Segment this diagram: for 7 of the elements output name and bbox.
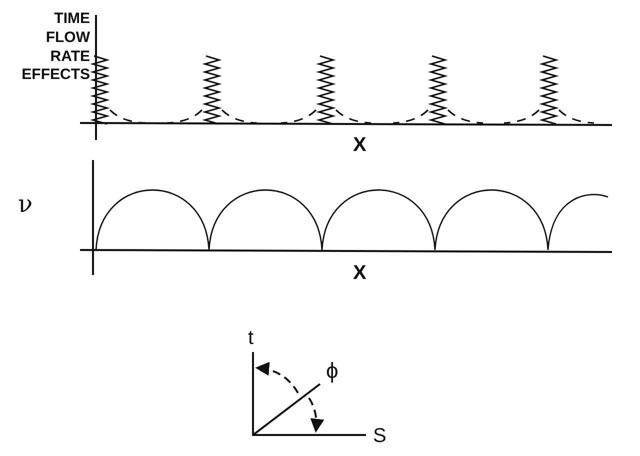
axis-label: ν [18, 192, 33, 216]
axis-label: X [353, 135, 366, 155]
axis-label: TIME FLOW RATE EFFECTS [20, 10, 90, 85]
axis-label: t [248, 328, 254, 348]
axis-label: S [373, 426, 386, 446]
angle-label: ϕ [326, 360, 338, 382]
axis-label: X [353, 263, 366, 283]
